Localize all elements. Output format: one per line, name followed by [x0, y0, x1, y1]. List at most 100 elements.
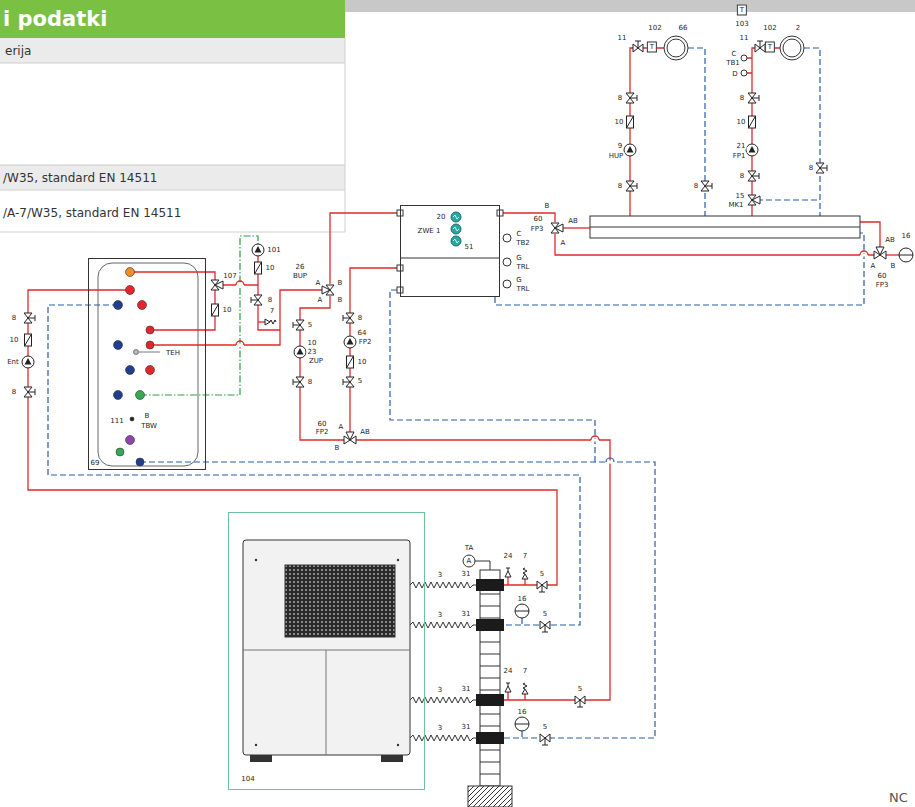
tank-port [146, 366, 155, 375]
flexible-hose [410, 735, 478, 741]
node-text: 104 [240, 776, 255, 783]
callout-number: B [337, 280, 344, 287]
tank-port [138, 301, 147, 310]
pump-symbol [746, 144, 758, 156]
callout-number: 60 [533, 216, 544, 223]
three-way-valve-symbol [874, 247, 886, 259]
pump-symbol [22, 356, 34, 368]
node-text: 111 [109, 418, 124, 425]
valve-symbol [24, 387, 35, 397]
callout-number: 31 [461, 686, 472, 693]
callout-number: 3 [437, 572, 443, 579]
pipe [561, 227, 590, 228]
tank-port [126, 436, 135, 445]
callout-number: 10 [307, 340, 318, 347]
callout-number: 5 [542, 611, 548, 618]
air-vent-symbol [505, 683, 511, 692]
check-valve-symbol [212, 304, 219, 316]
pipe [140, 236, 258, 395]
circulation-pipe [140, 236, 258, 395]
callout-number: 8 [357, 315, 363, 322]
valve-symbol [343, 377, 354, 387]
tank-port [126, 286, 135, 295]
callout-number: BUP [292, 273, 308, 280]
sensor-label: T [765, 42, 775, 53]
valve-symbol [540, 734, 550, 745]
callout-number: HUP [608, 153, 625, 160]
node-text: ZWE 1 [417, 228, 442, 235]
callout-number: 8 [808, 165, 814, 172]
valve-symbol [293, 320, 304, 330]
check-valve-symbol [25, 334, 32, 346]
screw [255, 744, 257, 746]
relief-valve-symbol [522, 568, 528, 579]
pump-symbol [344, 336, 356, 348]
collector-frame [480, 570, 500, 786]
page-title: i podatki [3, 7, 107, 31]
tank-port [146, 326, 154, 334]
panel-line [243, 650, 410, 755]
pipe [860, 222, 880, 249]
sensor-symbol [463, 555, 475, 567]
callout-number: TA [464, 545, 475, 552]
collector-clamp [476, 694, 504, 706]
storage-tank: TEH111BTBW69 [88, 258, 206, 470]
callout-number: 107 [222, 273, 237, 280]
callout-number: 60 [317, 421, 328, 428]
expansion-vessel-symbol [515, 717, 529, 731]
callout-number: 8 [739, 95, 745, 102]
valve-symbol [816, 163, 827, 173]
callout-number: AB [359, 429, 371, 436]
sensor-dot [130, 417, 134, 421]
callout-number: 31 [461, 571, 472, 578]
three-way-valve-symbol [344, 432, 356, 444]
heat-pump-unit: 104 [228, 512, 425, 790]
callout-number: FP2 [358, 339, 373, 346]
unit-foot [381, 755, 403, 762]
tank-port [126, 366, 135, 375]
tank-port [116, 448, 124, 456]
tank-port [114, 301, 123, 310]
callout-number: 7 [522, 553, 528, 560]
flexible-hose [410, 622, 478, 628]
radiator-symbol [664, 36, 688, 60]
callout-number: 16 [517, 596, 528, 603]
callout-number: B [334, 445, 341, 452]
callout-number: 3 [437, 687, 443, 694]
tank-port [114, 341, 123, 350]
flexible-hose [410, 582, 478, 588]
tank-ports [114, 268, 161, 467]
valve-symbol [633, 41, 643, 52]
valve-symbol [755, 41, 765, 52]
callout-number: A [338, 424, 345, 431]
pipe [130, 272, 215, 330]
fittings [22, 41, 913, 444]
valve-symbol [701, 181, 712, 191]
callout-number: FP3 [875, 282, 890, 289]
callout-number: C [516, 231, 523, 238]
unit-body [243, 540, 410, 755]
return-pipes [48, 48, 864, 738]
pipe [300, 296, 344, 440]
flexible-hose [410, 697, 478, 703]
callout-number: 10 [9, 337, 20, 344]
control-box: 20ZWE 151 [400, 205, 500, 297]
pipe [140, 462, 655, 738]
callout-number: B [890, 263, 897, 270]
callout-number: G [515, 277, 522, 284]
pump-symbol [624, 144, 636, 156]
tank-drawing [98, 263, 198, 466]
pipe [804, 48, 820, 216]
node-text: TBW [140, 423, 158, 430]
pipe [150, 290, 324, 345]
callout-number: 8 [11, 389, 17, 396]
sensor-symbol [741, 70, 747, 76]
pump-symbol [252, 244, 264, 256]
radiator-symbol [780, 36, 804, 60]
callout-number: B [337, 297, 344, 304]
callout-number: ZUP [308, 358, 324, 365]
callout-number: AB [884, 237, 896, 244]
fan-grille [285, 565, 395, 637]
callout-number: 10 [736, 119, 747, 126]
callout-number: A [315, 280, 322, 287]
